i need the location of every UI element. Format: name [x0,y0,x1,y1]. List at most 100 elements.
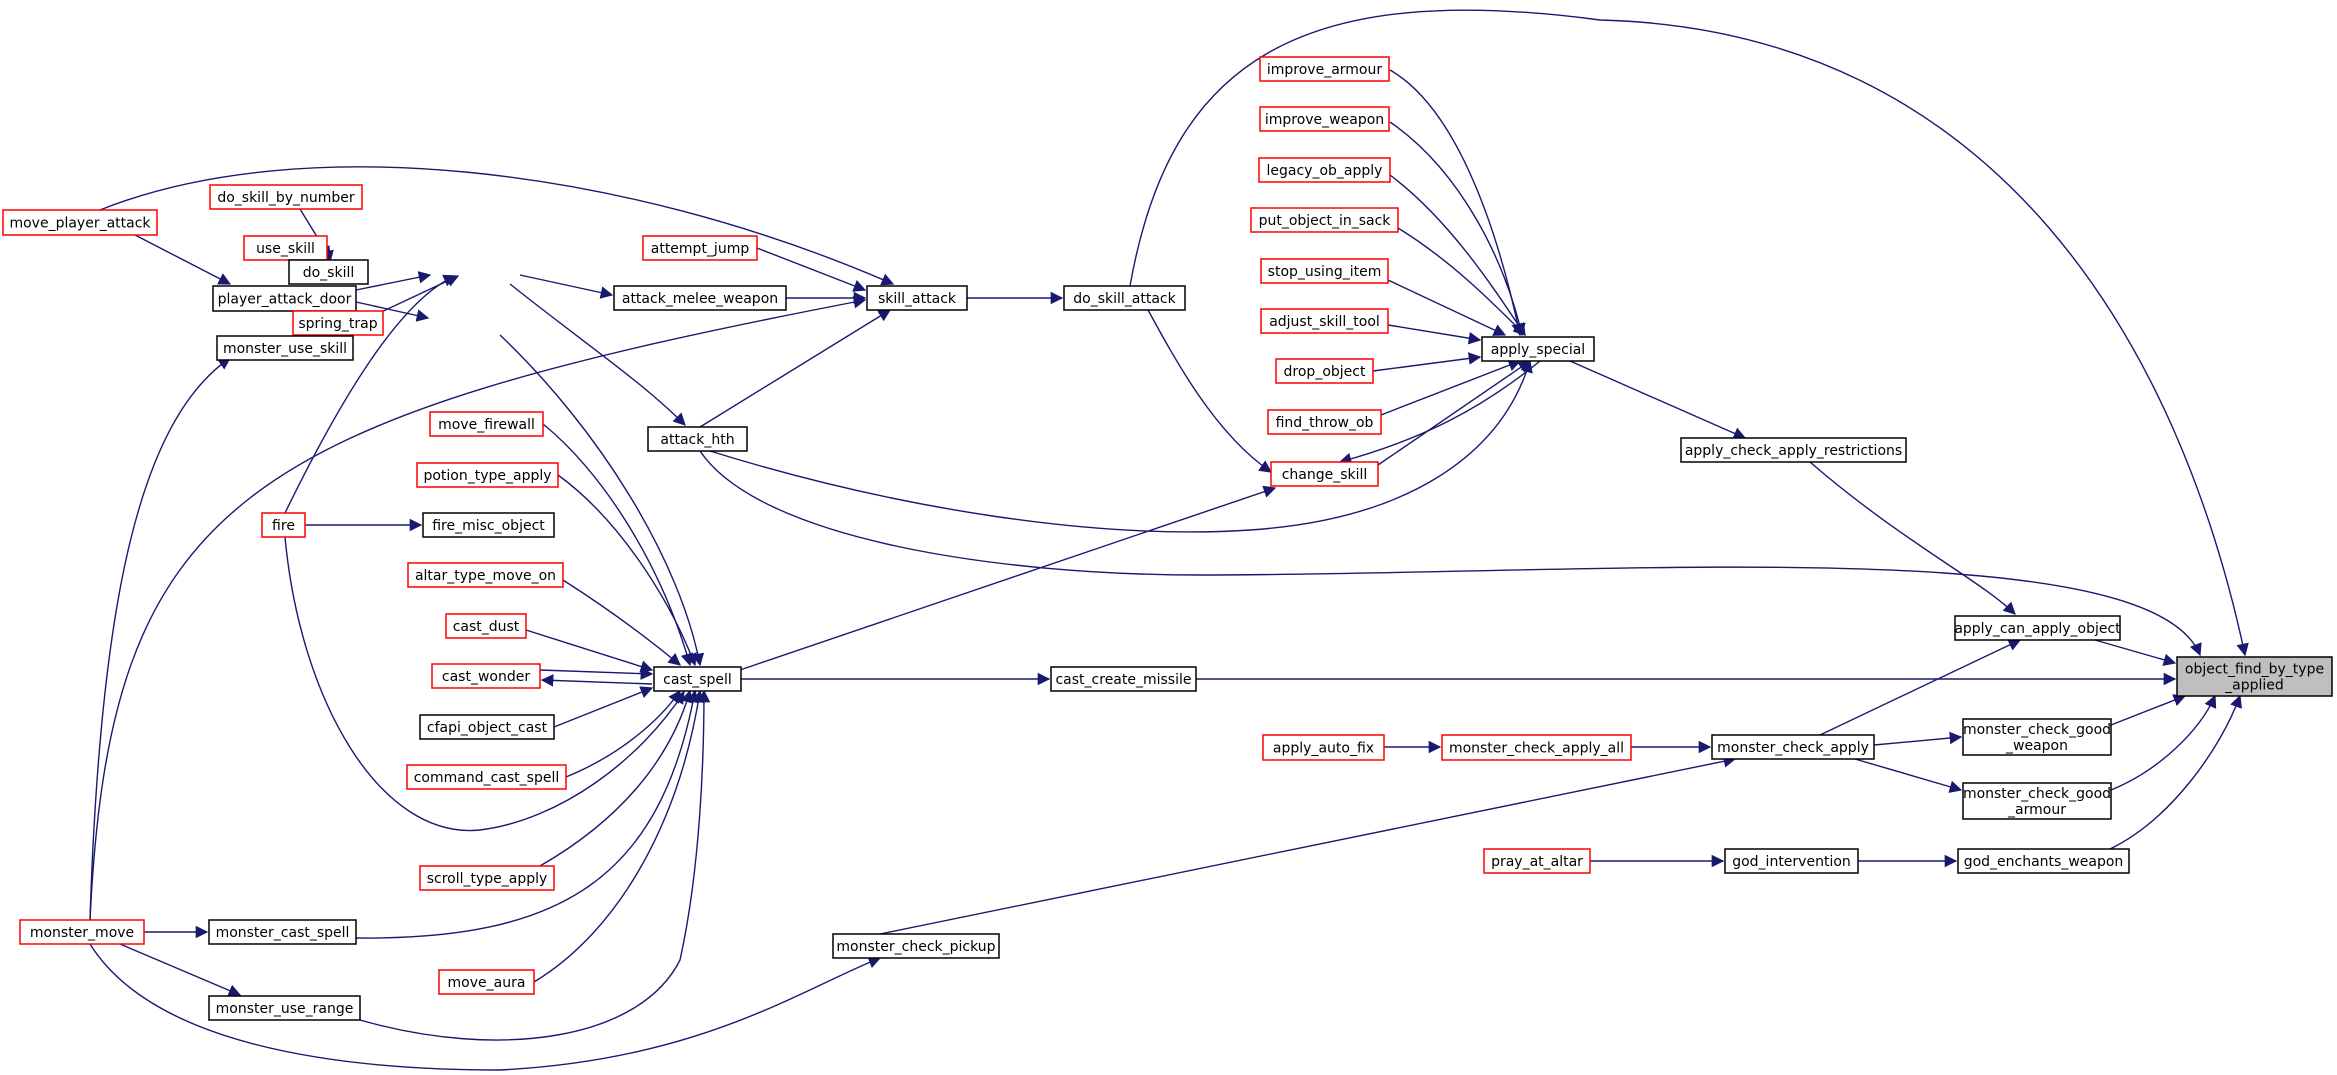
node-monster-check-apply[interactable]: monster_check_apply [1711,734,1875,760]
node-altar-type-move-on[interactable]: altar_type_move_on [407,562,564,588]
node-monster-cast-spell[interactable]: monster_cast_spell [208,919,357,945]
edge-apply-check-apply-restrictions-to-apply-can-apply-object [1809,461,2016,615]
node-attempt-jump[interactable]: attempt_jump [642,235,758,261]
edge-altar-type-move-on-to-cast-spell [562,579,681,666]
node-object-find-by-type-applied[interactable]: object_find_by_type_applied [2176,656,2333,697]
node-box [1711,734,1875,760]
node-monster-use-range[interactable]: monster_use_range [208,995,361,1021]
node-change-skill[interactable]: change_skill [1270,461,1379,487]
node-monster-check-pickup[interactable]: monster_check_pickup [832,933,1000,959]
node-label: monster_check_apply [1717,740,1869,756]
node-command-cast-spell[interactable]: command_cast_spell [406,764,567,790]
node-box [243,235,328,261]
node-box [2176,656,2333,697]
node-use-skill[interactable]: use_skill [243,235,328,261]
node-monster-check-good-weapon[interactable]: monster_check_good_weapon [1962,718,2112,756]
node-apply-check-apply-restrictions[interactable]: apply_check_apply_restrictions [1680,437,1907,463]
edge-monster-use-range-to-cast-spell [359,689,711,1041]
node-fire[interactable]: fire [261,512,306,538]
node-box [1680,437,1907,463]
edge-stop-using-item-to-apply-special [1387,279,1507,336]
node-skill-attack[interactable]: skill_attack [866,285,968,311]
node-label: use_skill [256,241,315,257]
node-find-throw-ob[interactable]: find_throw_ob [1267,409,1382,435]
node-do-skill-by-number[interactable]: do_skill_by_number [209,184,363,210]
node-label: player_attack_door [218,292,352,308]
node-monster-move[interactable]: monster_move [19,919,145,945]
node-label: attack_melee_weapon [622,291,778,307]
edge-do-skill-to-attack-hth [509,283,686,426]
node-cast-wonder[interactable]: cast_wonder [431,663,541,689]
edge-cast-spell-to-change-skill [739,485,1277,671]
node-label: improve_armour [1267,62,1382,78]
node-drop-object[interactable]: drop_object [1275,358,1374,384]
edge-apply-special-to-apply-check-apply-restrictions [1569,360,1747,440]
node-box [1259,106,1390,132]
node-pray-at-altar[interactable]: pray_at_altar [1483,848,1591,874]
node-improve-weapon[interactable]: improve_weapon [1259,106,1390,132]
node-box [208,995,361,1021]
edge-monster-check-good-weapon-to-object-find-by-type-applied [2110,694,2187,726]
edge-move-firewall-to-cast-spell [542,423,693,667]
node-move-aura[interactable]: move_aura [438,969,535,995]
nodes-layer: move_player_attack do_skill_by_number use_… [2,56,2333,1021]
node-move-player-attack[interactable]: move_player_attack [2,209,158,236]
edge-cast-wonder-to-cast-spell [539,667,654,680]
node-label: cfapi_object_cast [427,720,548,736]
node-stop-using-item[interactable]: stop_using_item [1260,258,1389,284]
node-cast-dust[interactable]: cast_dust [445,613,527,639]
node-attack-melee-weapon[interactable]: attack_melee_weapon [613,285,787,311]
edge-attack-hth-to-apply-special [709,359,1533,533]
node-box [1063,285,1186,311]
node-apply-special[interactable]: apply_special [1481,336,1595,362]
edge-cast-spell-to-cast-wonder [540,674,653,687]
node-box [261,512,306,538]
node-god-enchants-weapon[interactable]: god_enchants_weapon [1957,848,2130,874]
edge-find-throw-ob-to-apply-special [1380,359,1522,416]
node-box [1050,666,1197,692]
node-scroll-type-apply[interactable]: scroll_type_apply [419,865,555,891]
node-monster-check-apply-all[interactable]: monster_check_apply_all [1441,734,1632,761]
node-label: put_object_in_sack [1259,213,1392,229]
node-apply-can-apply-object[interactable]: apply_can_apply_object [1954,615,2121,641]
edge-move-aura-to-cast-spell [533,689,705,983]
edge-attack-hth-to-object-find-by-type-applied [699,450,2202,657]
node-label: adjust_skill_tool [1269,314,1380,330]
edge-player-attack-door-to-do-skill [355,271,432,291]
edge-improve-armour-to-apply-special [1389,69,1524,337]
node-spring-trap[interactable]: spring_trap [292,310,384,336]
node-legacy-ob-apply[interactable]: legacy_ob_apply [1258,157,1391,183]
node-fire-misc-object[interactable]: fire_misc_object [422,512,555,538]
node-apply-auto-fix[interactable]: apply_auto_fix [1262,734,1385,761]
node-put-object-in-sack[interactable]: put_object_in_sack [1250,207,1399,233]
node-label: _applied [2224,678,2284,694]
node-box [1441,734,1632,761]
node-label: monster_cast_spell [216,925,350,941]
node-cfapi-object-cast[interactable]: cfapi_object_cast [419,714,555,740]
edge-scroll-type-apply-to-cast-spell [539,689,693,867]
node-monster-check-good-armour[interactable]: monster_check_good_armour [1962,782,2112,820]
node-monster-use-skill[interactable]: monster_use_skill [216,335,354,361]
edge-move-player-attack-to-player-attack-door [134,234,232,285]
node-box [19,919,145,945]
node-box [216,335,354,361]
node-improve-armour[interactable]: improve_armour [1259,56,1390,82]
node-do-skill-attack[interactable]: do_skill_attack [1063,285,1186,311]
node-box [406,764,567,790]
edge-monster-cast-spell-to-cast-spell [355,689,700,939]
node-player-attack-door[interactable]: player_attack_door [212,285,357,312]
node-move-firewall[interactable]: move_firewall [429,411,544,437]
edge-cast-dust-to-cast-spell [525,629,654,673]
edge-attempt-jump-to-skill-attack [756,247,867,292]
node-box [445,613,527,639]
edge-command-cast-spell-to-cast-spell [565,689,681,778]
node-attack-hth[interactable]: attack_hth [647,426,748,452]
node-cast-spell[interactable]: cast_spell [653,666,742,692]
node-box [416,462,559,488]
node-do-skill[interactable]: do_skill [288,259,369,285]
node-cast-create-missile[interactable]: cast_create_missile [1050,666,1197,692]
node-god-intervention[interactable]: god_intervention [1724,848,1859,874]
node-adjust-skill-tool[interactable]: adjust_skill_tool [1260,308,1389,334]
node-potion-type-apply[interactable]: potion_type_apply [416,462,559,488]
node-box [1259,56,1390,82]
